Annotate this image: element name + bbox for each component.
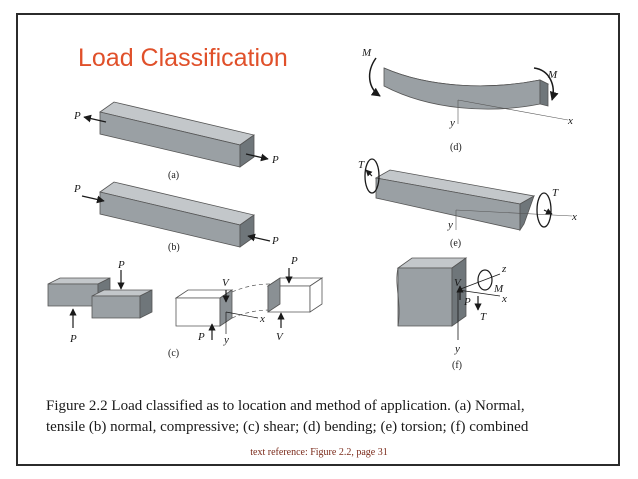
caption-line-1: Figure 2.2 Load classified as to locatio… <box>46 398 525 414</box>
text-reference: text reference: Figure 2.2, page 31 <box>250 447 388 458</box>
slide-frame <box>16 13 620 466</box>
figure-b-label: (b) <box>168 242 180 253</box>
figure-a-load-right: P <box>271 154 279 166</box>
figure-f-m: M <box>493 283 504 295</box>
figure-d-m-left: M <box>361 47 372 59</box>
figure-c-p-top: P <box>117 259 125 271</box>
figure-d-y: y <box>449 117 455 129</box>
figure-c-label: (c) <box>168 348 179 359</box>
figure-a-label: (a) <box>168 170 179 181</box>
figure-c-y: y <box>223 334 229 346</box>
figure-c-p-right: P <box>290 255 298 267</box>
figure-e-y: y <box>447 219 453 231</box>
caption-line-2: tensile (b) normal, compressive; (c) she… <box>46 419 529 435</box>
figure-f-v: V <box>454 277 462 289</box>
figure-c-p-bottom: P <box>69 333 77 345</box>
figure-c-p-mid: P <box>197 331 205 343</box>
figure-c-v-top: V <box>222 277 230 289</box>
figure-a-load-left: P <box>73 110 81 122</box>
figure-c-shear: P P V y x P V P (c) <box>47 255 324 359</box>
figure-d-label: (d) <box>450 142 462 153</box>
figure-c-v-bottom: V <box>276 331 284 343</box>
figure-f-label: (f) <box>452 360 462 371</box>
figure-b-compressive-bar: P P (b) <box>73 181 279 253</box>
figure-c-x: x <box>259 313 265 325</box>
figure-d-x: x <box>567 115 573 127</box>
figure-d-bending: M M y x (d) <box>361 47 573 153</box>
figure-f-p: P <box>463 296 471 308</box>
figure-f-combined: z M V x P T y (f) <box>396 257 507 371</box>
figure-e-t-right: T <box>552 187 559 199</box>
figure-caption: Figure 2.2 Load classified as to locatio… <box>46 396 606 438</box>
figure-e-x: x <box>571 211 577 223</box>
figure-f-t: T <box>480 311 487 323</box>
figure-e-torsion: T T y x (e) <box>358 158 577 249</box>
figure-f-z: z <box>501 263 507 275</box>
figure-a-tensile-bar: P P (a) <box>73 101 279 181</box>
figure-f-y: y <box>454 343 460 355</box>
figure-b-load-left: P <box>73 183 81 195</box>
figure-b-load-right: P <box>271 235 279 247</box>
figure-d-m-right: M <box>547 69 558 81</box>
figure-e-t-left: T <box>358 159 365 171</box>
slide-title: Load Classification <box>78 44 288 72</box>
figure-f-x: x <box>501 293 507 305</box>
figure-e-label: (e) <box>450 238 461 249</box>
